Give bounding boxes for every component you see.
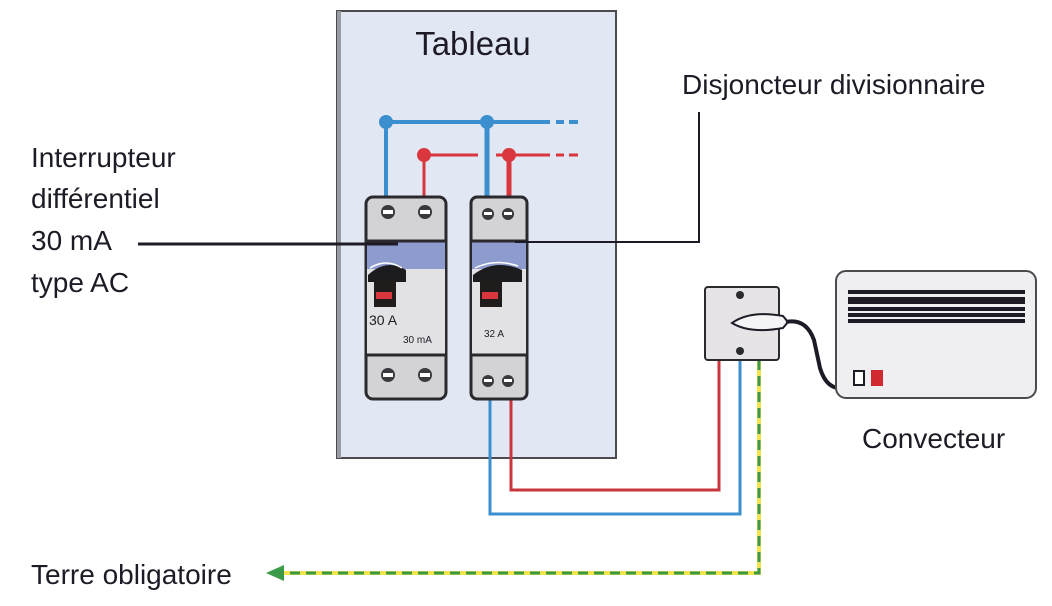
svg-text:type AC: type AC (31, 267, 129, 298)
svg-text:30 mA: 30 mA (31, 225, 112, 256)
earth-arrow-icon (266, 565, 284, 581)
mcb-leader-line (515, 112, 700, 243)
junction-box (704, 286, 790, 361)
breaker-label: Disjoncteur divisionnaire (682, 69, 985, 100)
appliance-cable (785, 319, 841, 390)
earth-wire (266, 360, 761, 581)
phase-wire (509, 360, 721, 492)
rcd-sensitivity: 30 mA (403, 335, 432, 346)
screw-icon (736, 291, 744, 299)
convector (835, 270, 1037, 399)
indicator-light-icon (871, 370, 883, 386)
panel-left-edge (337, 11, 341, 458)
rcd-label: Interrupteur différentiel 30 mA type AC (31, 142, 176, 298)
toggle-lever-icon (473, 261, 522, 307)
convector-label: Convecteur (862, 423, 1005, 454)
convector-grille (848, 290, 1025, 294)
screw-icon (736, 347, 744, 355)
rcd-rating: 30 A (369, 312, 398, 328)
screw-icon (482, 208, 514, 387)
phase-bus (417, 148, 578, 198)
toggle-lever-icon (368, 262, 406, 307)
neutral-wire (488, 360, 742, 516)
earth-label: Terre obligatoire (31, 559, 232, 590)
screw-icon (381, 205, 432, 382)
svg-text:différentiel: différentiel (31, 183, 160, 214)
mcb-breaker: 32 A (469, 195, 529, 401)
power-switch-icon (853, 370, 865, 386)
mcb-rating: 32 A (484, 329, 504, 340)
panel-title: Tableau (415, 25, 531, 62)
neutral-bus (379, 115, 578, 198)
rcd-breaker: 30 A 30 mA (364, 195, 448, 401)
svg-text:Interrupteur: Interrupteur (31, 142, 176, 173)
